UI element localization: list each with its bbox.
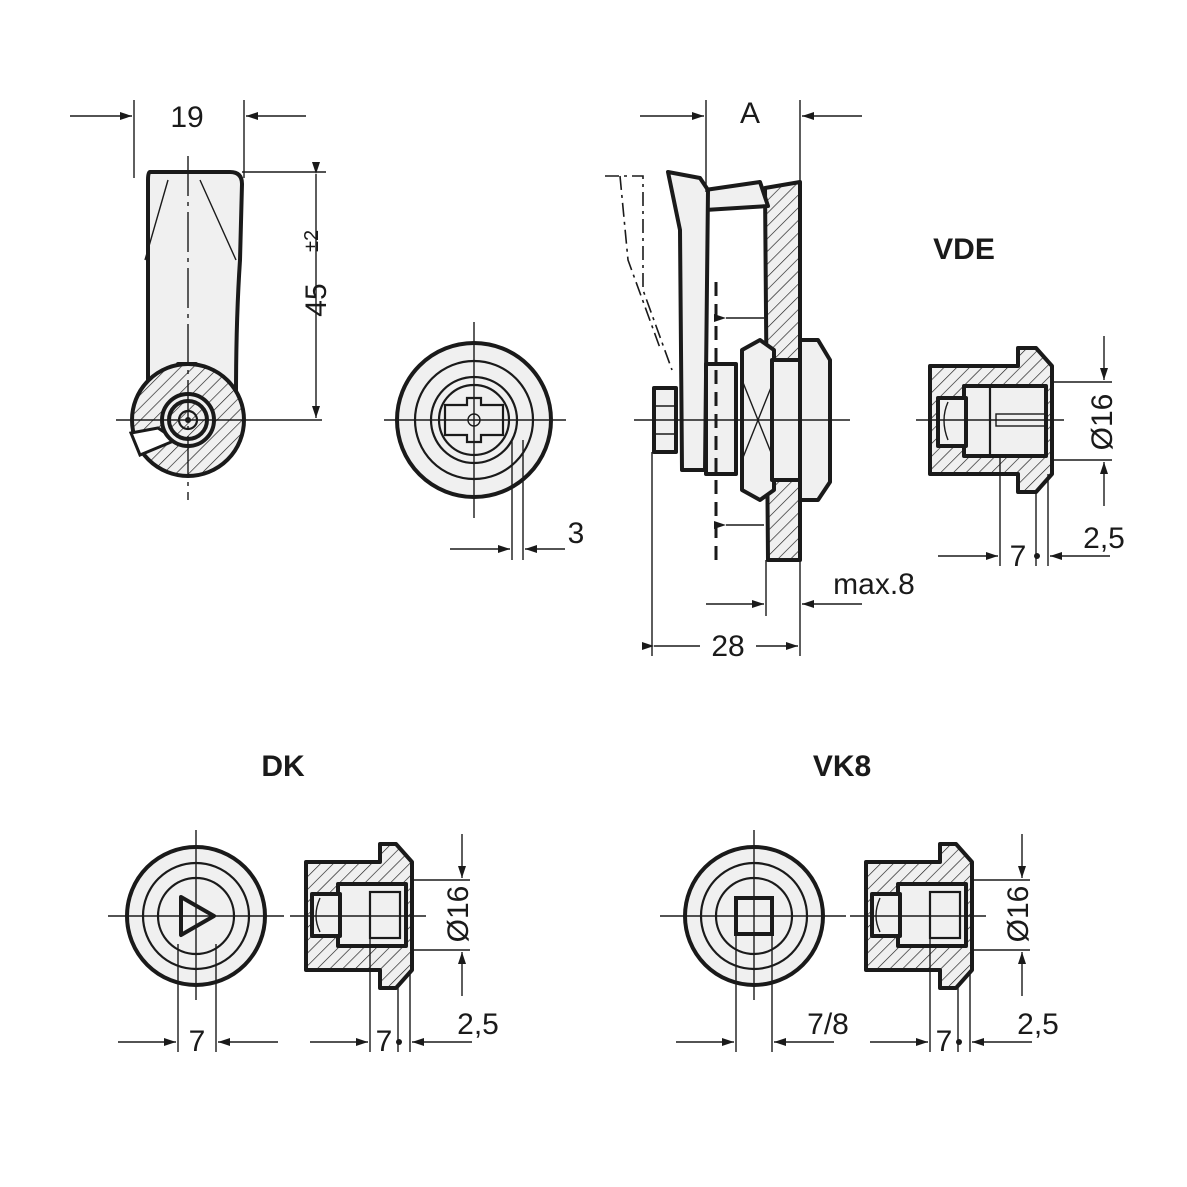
dimension-A: A	[640, 97, 862, 192]
dimension-label: 3	[568, 517, 585, 550]
vk8-dimension-78: 7/8	[676, 934, 849, 1052]
dk-section-view	[290, 842, 426, 990]
dimension-label: 28	[711, 630, 744, 663]
dimension-label: 2,5	[1017, 1008, 1059, 1041]
mounting-section-view	[605, 170, 850, 562]
vk8-section-view	[850, 842, 986, 990]
dimension-3: 3	[450, 440, 584, 560]
dimension-label: Ø16	[442, 886, 475, 943]
dimension-label: Ø16	[1086, 394, 1119, 451]
dimension-label: Ø16	[1002, 886, 1035, 943]
dimension-label: A	[740, 97, 760, 130]
vde-title: VDE	[933, 233, 995, 266]
dimension-19: 19	[70, 100, 306, 178]
dk-title: DK	[261, 750, 305, 783]
dimension-max8: max.8	[706, 560, 915, 656]
dk-dimension-7-25: 7 2,5	[310, 938, 499, 1058]
dk-dimension-7: 7	[118, 944, 278, 1058]
dimension-label: 2,5	[1083, 522, 1125, 555]
vk8-front-view	[660, 830, 846, 1000]
vde-dimension-7: 7 2,5	[938, 456, 1125, 573]
dimension-28: 28	[642, 452, 798, 663]
dimension-label: 7	[1010, 540, 1027, 573]
vk8-dimension-16: Ø16	[972, 834, 1035, 996]
dimension-45: 45 ±2	[242, 162, 333, 418]
lever-side-view	[116, 156, 322, 500]
vde-section-view	[916, 346, 1064, 494]
vde-dimension-16: Ø16	[1052, 336, 1119, 506]
dimension-label: 19	[170, 101, 203, 134]
dimension-label: 7/8	[807, 1008, 849, 1041]
dimension-label: 7	[936, 1025, 953, 1058]
dimension-label: 45	[300, 283, 333, 316]
dimension-label: 7	[376, 1025, 393, 1058]
dk-dimension-16: Ø16	[412, 834, 475, 996]
lock-front-view	[384, 322, 566, 518]
vk8-title: VK8	[813, 750, 871, 783]
dk-front-view	[108, 830, 284, 1000]
vk8-dimension-7-25: 7 2,5	[870, 938, 1059, 1058]
tolerance-label: ±2	[301, 230, 323, 252]
dimension-label: max.8	[833, 568, 915, 601]
dimension-label: 7	[189, 1025, 206, 1058]
dimension-label: 2,5	[457, 1008, 499, 1041]
